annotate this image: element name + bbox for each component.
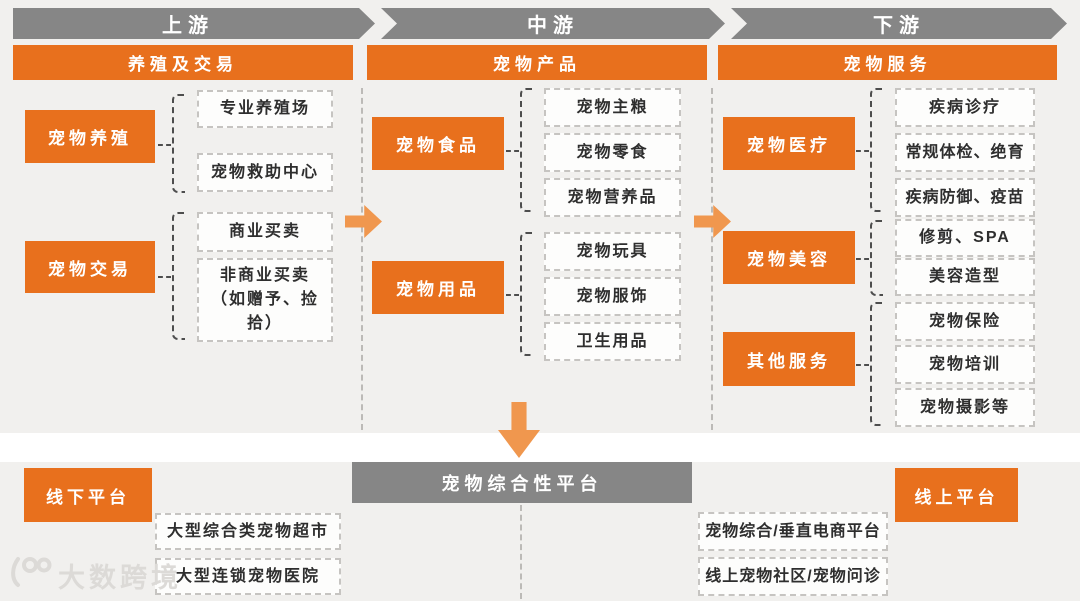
header-segment-upstream: 上游: [13, 8, 375, 39]
dashukuajing-logo-icon: [8, 555, 52, 596]
item-chain-pet-hospital: 大型连锁宠物医院: [155, 558, 341, 595]
item-ecommerce-platform: 宠物综合/垂直电商平台: [698, 512, 888, 551]
group-label-pet-medical: 宠物医疗: [723, 117, 855, 170]
bracket: [506, 232, 533, 356]
column-divider-2: [711, 88, 713, 430]
bracket: [856, 302, 883, 426]
label-online-platform: 线上平台: [895, 468, 1018, 522]
group-label-pet-trading: 宠物交易: [25, 241, 155, 293]
item-online-community-consult: 线上宠物社区/宠物问诊: [698, 557, 888, 596]
banner-breeding-trading: 养殖及交易: [13, 45, 353, 80]
group-label-pet-breeding: 宠物养殖: [25, 110, 155, 163]
item-disease-prevention-vaccine: 疾病防御、疫苗: [895, 178, 1035, 217]
header-segment-downstream: 下游: [731, 8, 1067, 39]
item-pet-photography: 宠物摄影等: [895, 388, 1035, 427]
item-trimming-spa: 修剪、SPA: [895, 219, 1035, 257]
column-divider-1: [361, 88, 363, 430]
label-offline-platform: 线下平台: [24, 468, 152, 522]
item-grooming-styling: 美容造型: [895, 258, 1035, 296]
arrow-right-icon: [345, 205, 382, 238]
group-label-pet-food: 宠物食品: [372, 117, 504, 170]
item-pet-supplements: 宠物营养品: [544, 178, 681, 217]
group-label-pet-supplies: 宠物用品: [372, 261, 504, 314]
item-pet-training: 宠物培训: [895, 345, 1035, 384]
item-checkup-neutering: 常规体检、绝育: [895, 133, 1035, 172]
item-pet-toys: 宠物玩具: [544, 232, 681, 271]
bottom-strip: [0, 601, 1080, 606]
banner-pet-products: 宠物产品: [367, 45, 707, 80]
bracket: [158, 212, 185, 340]
item-pet-staple-food: 宠物主粮: [544, 88, 681, 127]
watermark-brand-text: 大数跨境: [58, 563, 182, 593]
bracket: [856, 88, 883, 212]
group-label-other-services: 其他服务: [723, 332, 855, 386]
item-commercial-trade: 商业买卖: [197, 212, 333, 252]
item-noncommercial-trade: 非商业买卖 （如赠予、捡拾）: [197, 258, 333, 342]
group-label-pet-grooming: 宠物美容: [723, 231, 855, 284]
item-large-pet-supermarket: 大型综合类宠物超市: [155, 513, 341, 550]
bottom-divider: [520, 505, 522, 599]
item-pet-clothing: 宠物服饰: [544, 277, 681, 316]
item-pet-rescue-center: 宠物救助中心: [197, 153, 333, 192]
item-professional-farm: 专业养殖场: [197, 90, 333, 128]
separator-band: [0, 433, 1080, 462]
item-pet-insurance: 宠物保险: [895, 302, 1035, 341]
item-disease-diagnosis: 疾病诊疗: [895, 88, 1035, 127]
item-pet-snacks: 宠物零食: [544, 133, 681, 172]
banner-pet-services: 宠物服务: [718, 45, 1057, 80]
item-hygiene-products: 卫生用品: [544, 322, 681, 361]
header-comprehensive-platform: 宠物综合性平台: [352, 462, 692, 503]
bracket: [856, 220, 883, 296]
header-segment-midstream: 中游: [381, 8, 725, 39]
watermark: 大数跨境: [8, 555, 182, 596]
bracket: [506, 88, 533, 212]
bracket: [158, 94, 185, 193]
